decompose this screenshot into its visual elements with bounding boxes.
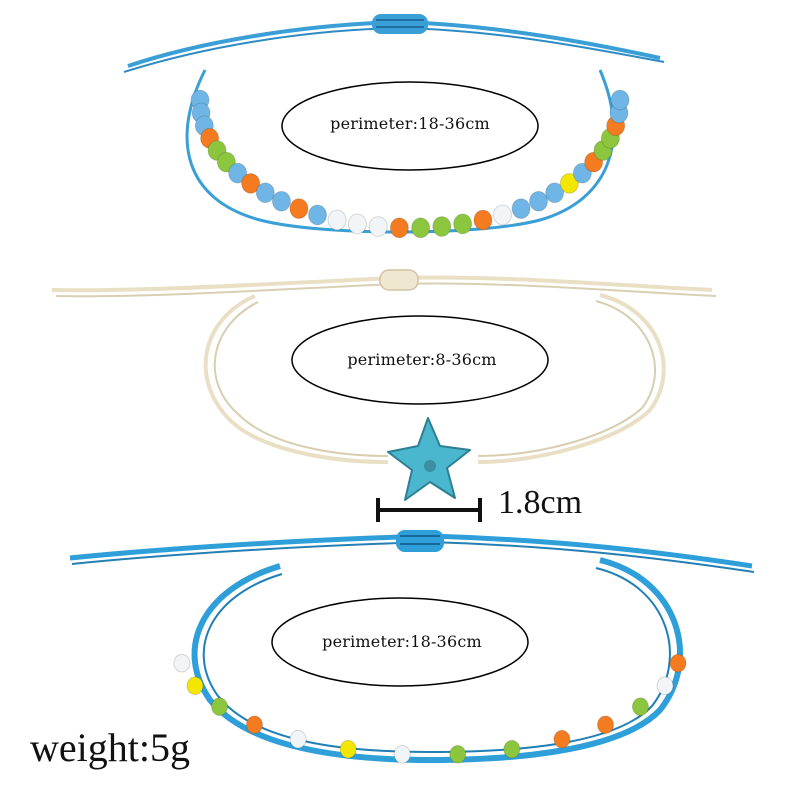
bead xyxy=(271,190,291,212)
bead xyxy=(186,676,204,696)
perimeter-label: perimeter:8-36cm xyxy=(347,350,497,369)
bead xyxy=(255,182,275,204)
bracelet-1-beads xyxy=(190,89,630,239)
bead xyxy=(246,715,264,735)
bead xyxy=(529,190,549,212)
bead xyxy=(559,172,579,194)
bracelet-3-beads xyxy=(173,653,687,764)
bead xyxy=(389,217,409,239)
perimeter-oval xyxy=(281,81,539,171)
starfish-icon xyxy=(387,417,471,501)
sliding-knot-icon xyxy=(396,530,444,552)
charm-size-label: 1.8cm xyxy=(498,484,583,521)
bead xyxy=(553,729,571,749)
bracelet-2-loop xyxy=(203,293,666,464)
bead xyxy=(211,697,229,716)
bead xyxy=(669,653,687,673)
bead xyxy=(173,653,191,673)
bead xyxy=(492,204,512,226)
bead xyxy=(432,216,452,237)
bead xyxy=(228,162,248,184)
bead xyxy=(327,209,347,231)
bead xyxy=(393,745,411,764)
sliding-knot-icon xyxy=(379,269,419,291)
bead xyxy=(449,745,467,764)
bead xyxy=(308,204,328,226)
bead xyxy=(289,198,309,220)
bead xyxy=(453,213,473,235)
bead xyxy=(631,697,649,716)
bead xyxy=(241,172,261,194)
beaded-bracelet xyxy=(123,14,665,239)
sliding-knot-icon xyxy=(372,14,428,34)
bead xyxy=(473,209,493,231)
bead xyxy=(545,182,565,204)
bead xyxy=(503,739,521,759)
bead xyxy=(339,739,357,759)
perimeter-label: perimeter:18-36cm xyxy=(322,632,482,651)
starfish-bracelet xyxy=(51,269,717,501)
bead xyxy=(411,217,431,239)
perimeter-label: perimeter:18-36cm xyxy=(330,114,490,133)
bead xyxy=(511,198,531,220)
size-indicator xyxy=(376,498,482,522)
perimeter-oval xyxy=(291,315,549,405)
perimeter-oval xyxy=(271,597,529,687)
bead xyxy=(289,729,307,749)
bead xyxy=(347,213,367,235)
bead xyxy=(596,715,614,735)
bead xyxy=(368,216,388,237)
bead xyxy=(656,676,674,696)
weight-label: weight:5g xyxy=(30,725,190,770)
bead xyxy=(610,89,630,111)
braided-bracelet xyxy=(69,530,755,764)
